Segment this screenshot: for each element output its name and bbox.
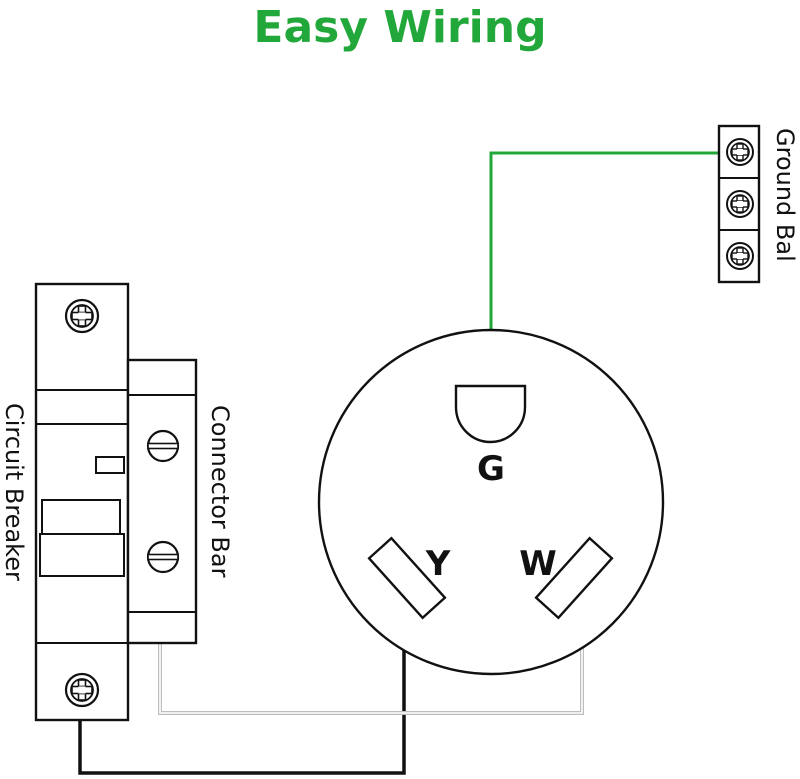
phillips-screw-icon [726,242,754,270]
ground-wire [489,151,735,385]
phillips-screw-icon [726,190,754,218]
ground-slot-label: G [477,449,505,489]
neutral-slot-label: W [519,544,557,584]
hot-slot [367,536,447,620]
phillips-screw-icon [64,298,100,334]
connector-bar-label: Connector Bar [206,405,234,578]
connector-bar [126,358,198,645]
ground-slot [454,384,527,444]
ground-bar-label: Ground Bal [771,128,799,262]
slotted-screw-icon [146,540,180,574]
slotted-screw-icon [146,429,180,463]
hot-wire [78,600,406,775]
circuit-breaker [34,282,130,722]
phillips-screw-icon [64,672,100,708]
circuit-breaker-label: Circuit Breaker [0,403,28,581]
outlet: G Y W [317,328,665,676]
neutral-slot [534,536,614,620]
neutral-wire-core [159,600,583,714]
ground-bar [717,124,761,284]
page-title: Easy Wiring [253,2,547,53]
hot-slot-label: Y [425,544,451,584]
phillips-screw-icon [726,138,754,166]
